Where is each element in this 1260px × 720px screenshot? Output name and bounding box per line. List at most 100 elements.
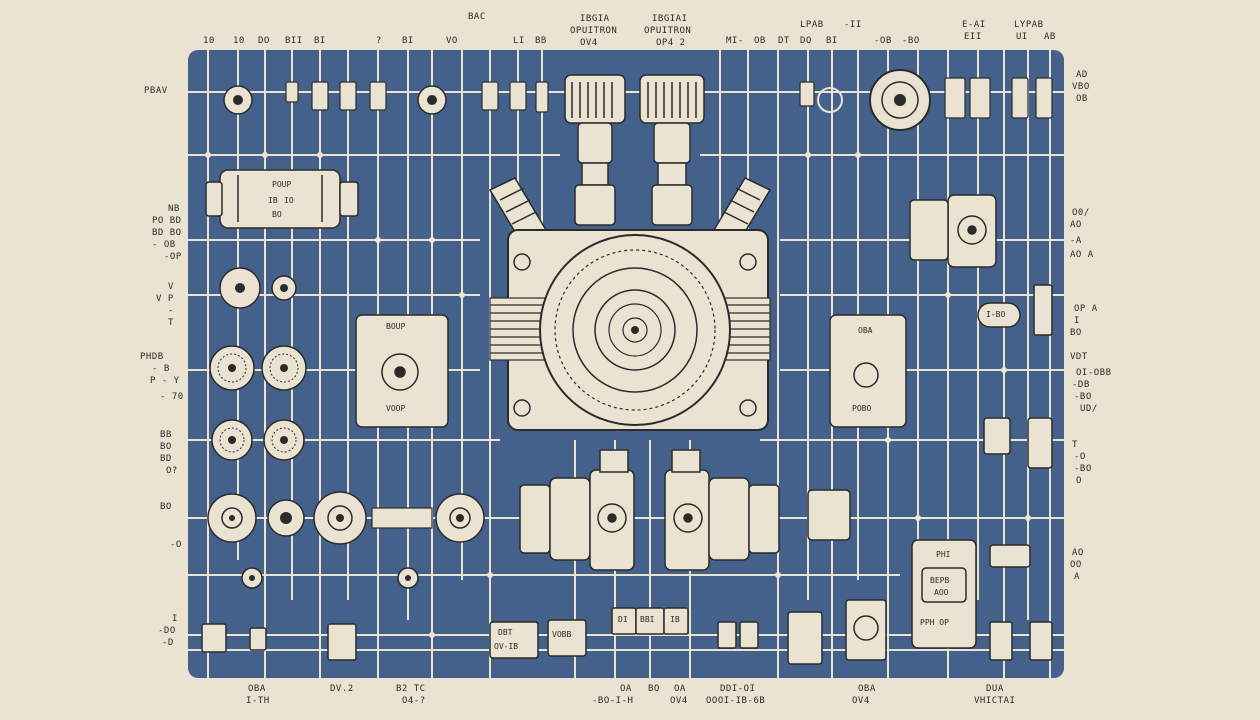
right-label-9: I xyxy=(1074,316,1080,326)
left-label-9: - xyxy=(168,306,174,316)
right-label-18: -BO xyxy=(1074,464,1092,474)
left-label-10: T xyxy=(168,318,174,328)
right-label-22: A xyxy=(1074,572,1080,582)
box-left-label-2: VOOP xyxy=(386,404,406,413)
pin-label-5: BI xyxy=(314,36,326,46)
motor-left-label-2: IB xyxy=(268,196,278,205)
right-label-1: AD xyxy=(1076,70,1088,80)
bottom-box-label-1: DBT xyxy=(498,628,513,637)
right-label-19: O xyxy=(1076,476,1082,486)
left-label-22: -DO xyxy=(158,626,176,636)
right-label-10: BO xyxy=(1070,328,1082,338)
bottom-left-rollers xyxy=(207,491,485,545)
left-label-6: -OP xyxy=(164,252,182,262)
right-label-16: T xyxy=(1072,440,1078,450)
right-label-20: AO xyxy=(1072,548,1084,558)
bottom-label-11: DDI-OI xyxy=(720,684,756,694)
top-label-c2: -II xyxy=(844,20,862,30)
top-label-b3: OP4 2 xyxy=(656,38,686,48)
pin-label-11: MI- xyxy=(726,36,744,46)
pin-label-16: -OB xyxy=(874,36,892,46)
box-bottom-right-label-1: PHI xyxy=(936,550,951,559)
right-label-15: UD/ xyxy=(1080,404,1098,414)
motor-left-label-3: IO xyxy=(284,196,294,205)
left-label-2: NB xyxy=(168,204,180,214)
bottom-box-label-5: BBI xyxy=(640,615,655,624)
right-label-13: -DB xyxy=(1072,380,1090,390)
left-label-17: BD xyxy=(160,454,172,464)
left-label-18: O? xyxy=(166,466,178,476)
top-label-title: BAC xyxy=(468,12,486,22)
bottom-label-13: OBA xyxy=(858,684,876,694)
box-right-label-2: POBO xyxy=(852,404,872,413)
motor-left-label-4: BO xyxy=(272,210,282,219)
left-label-21: I xyxy=(172,614,178,624)
right-label-2: VBO xyxy=(1072,82,1090,92)
bottom-label-9: OA xyxy=(674,684,686,694)
bottom-label-4: B2 TC xyxy=(396,684,426,694)
bottom-label-16: VHICTAI xyxy=(974,696,1016,706)
box-bottom-right xyxy=(911,539,977,649)
bottom-twin-motors xyxy=(519,449,780,571)
right-label-14: -BO xyxy=(1074,392,1092,402)
left-label-4: BD BO xyxy=(152,228,182,238)
left-label-13: P - Y xyxy=(150,376,180,386)
left-label-15: BB xyxy=(160,430,172,440)
right-label-6: -A xyxy=(1070,236,1082,246)
bottom-box-label-4: DI xyxy=(618,615,628,624)
right-label-8: OP A xyxy=(1074,304,1098,314)
left-label-23: -D xyxy=(162,638,174,648)
pin-label-10: BB xyxy=(535,36,547,46)
box-right xyxy=(829,314,907,428)
pin-label-12: OB xyxy=(754,36,766,46)
pin-label-9: LI xyxy=(513,36,525,46)
top-label-e3: AB xyxy=(1044,32,1056,42)
pin-label-15: BI xyxy=(826,36,838,46)
left-label-3: PO BD xyxy=(152,216,182,226)
pin-label-7: BI xyxy=(402,36,414,46)
bottom-label-10: OV4 xyxy=(670,696,688,706)
pin-label-1: 10 xyxy=(203,36,215,46)
top-label-c1: LPAB xyxy=(800,20,824,30)
bottom-label-5: O4-? xyxy=(402,696,426,706)
top-label-d1: E-AI xyxy=(962,20,986,30)
motor-right xyxy=(909,194,997,268)
motor-left xyxy=(205,169,359,229)
box-left xyxy=(355,314,449,428)
left-label-5: - OB xyxy=(152,240,176,250)
left-label-11: PHDB xyxy=(140,352,164,362)
junction-dots xyxy=(205,152,1031,638)
right-label-3: OB xyxy=(1076,94,1088,104)
central-reactor xyxy=(489,229,771,431)
bottom-label-2: I-TH xyxy=(246,696,270,706)
right-label-4: O0/ xyxy=(1072,208,1090,218)
right-label-7: AO A xyxy=(1070,250,1094,260)
pin-label-6: ? xyxy=(376,36,382,46)
left-gauges xyxy=(209,267,307,461)
bottom-label-12: OOOI-IB-6B xyxy=(706,696,766,706)
pin-label-4: BII xyxy=(285,36,303,46)
right-label-11: VDT xyxy=(1070,352,1088,362)
right-label-5: AO xyxy=(1070,220,1082,230)
pin-label-2: 10 xyxy=(233,36,245,46)
bottom-meters xyxy=(241,567,879,641)
bottom-label-8: -BO-I-H xyxy=(592,696,634,706)
top-label-a1: IBGIA xyxy=(580,14,610,24)
bottom-label-14: OV4 xyxy=(852,696,870,706)
pin-label-8: VO xyxy=(446,36,458,46)
bottom-box-label-2: OV-IB xyxy=(494,642,519,651)
left-label-1: PBAV xyxy=(144,86,168,96)
top-label-b1: IBGIAI xyxy=(652,14,688,24)
bottom-row-boxes xyxy=(201,599,1053,665)
top-resistor-row xyxy=(285,77,1053,119)
right-label-21: OO xyxy=(1070,560,1082,570)
box-left-label-1: BOUP xyxy=(386,322,406,331)
left-label-20: -O xyxy=(170,540,182,550)
left-label-14: - 70 xyxy=(160,392,184,402)
bottom-label-3: DV.2 xyxy=(330,684,354,694)
box-right-label-1: OBA xyxy=(858,326,873,335)
small-right-boxes xyxy=(807,284,1053,568)
pin-label-13: DT xyxy=(778,36,790,46)
bottom-label-7: BO xyxy=(648,684,660,694)
